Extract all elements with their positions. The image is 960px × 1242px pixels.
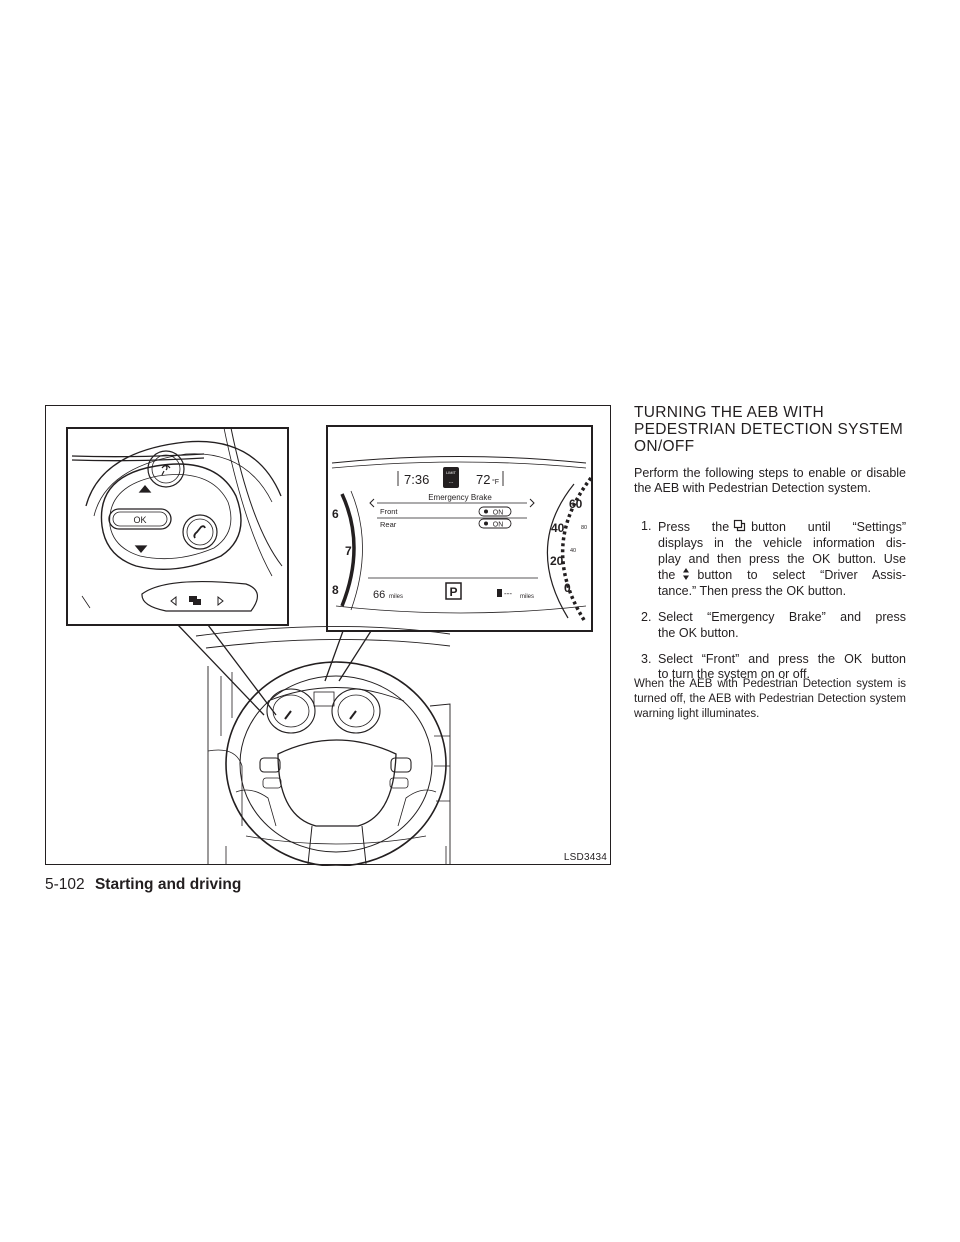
svg-text:ON: ON (493, 510, 504, 517)
section-title: TURNING THE AEB WITH PEDESTRIAN DETECTIO… (634, 404, 904, 455)
intro-paragraph: Perform the following steps to enable or… (634, 466, 906, 496)
callout-lines (177, 624, 372, 716)
temperature: 72 (476, 472, 490, 487)
svg-text:LIMIT: LIMIT (446, 471, 456, 475)
svg-text:40: 40 (551, 521, 565, 535)
left-arrow-icon (170, 595, 177, 607)
menu-right-arrow-icon (529, 498, 535, 508)
svg-text:miles: miles (389, 594, 403, 600)
svg-text:8: 8 (332, 583, 339, 597)
phone-icon (193, 525, 206, 539)
menu-left-arrow-icon (369, 498, 375, 508)
illustration-figure: OK 7:36 LIMIT --- 72 (45, 405, 611, 866)
page-footer: 5-102 Starting and driving (45, 876, 241, 894)
instrument-display-inset: 7:36 LIMIT --- 72 °F Emergency Brake Fro… (326, 425, 593, 632)
svg-text:40: 40 (570, 548, 576, 554)
voice-icon (161, 464, 171, 476)
display-row-front: Front (380, 507, 398, 516)
menu-title: Emergency Brake (428, 493, 492, 502)
svg-text:6: 6 (332, 507, 339, 521)
range-value: 66 (373, 589, 385, 601)
tachometer-arc (340, 493, 356, 607)
speed-limit-sign (443, 467, 459, 488)
step-2: 2. Select “Emergency Brake” and press th… (641, 609, 906, 640)
figure-code: LSD3434 (563, 852, 607, 863)
steering-switch-inset: OK (66, 427, 289, 626)
ok-label: OK (133, 515, 146, 525)
right-arrow-icon (217, 595, 224, 607)
display-menu-icon (734, 519, 746, 532)
svg-text:0: 0 (564, 581, 571, 595)
up-down-arrows-icon (683, 568, 690, 581)
down-arrow-icon (134, 545, 148, 554)
svg-text:miles: miles (520, 594, 534, 600)
step-3: 3. Select “Front” and press the OK butto… (641, 651, 906, 682)
svg-text:P: P (449, 585, 457, 599)
chapter-title: Starting and driving (94, 876, 242, 893)
svg-text:7: 7 (345, 544, 352, 558)
svg-text:---: --- (504, 589, 512, 598)
speedometer-arc (546, 483, 575, 619)
gear-indicator (445, 582, 462, 600)
closing-paragraph: When the AEB with Pedestrian Detection s… (634, 678, 906, 720)
svg-text:ON: ON (493, 522, 504, 529)
svg-text:80: 80 (581, 525, 587, 531)
fuel-icon (497, 589, 502, 597)
dashboard-drawing (195, 626, 451, 866)
clock: 7:36 (404, 472, 429, 487)
svg-text:---: --- (449, 480, 454, 485)
svg-text:20: 20 (550, 554, 564, 568)
steering-illustration: OK 7:36 LIMIT --- 72 (66, 425, 593, 866)
svg-text:60: 60 (569, 497, 583, 511)
display-row-rear: Rear (380, 520, 397, 529)
temperature-unit: °F (492, 478, 499, 486)
page-number: 5-102 (45, 876, 85, 893)
up-arrow-icon (138, 484, 152, 493)
